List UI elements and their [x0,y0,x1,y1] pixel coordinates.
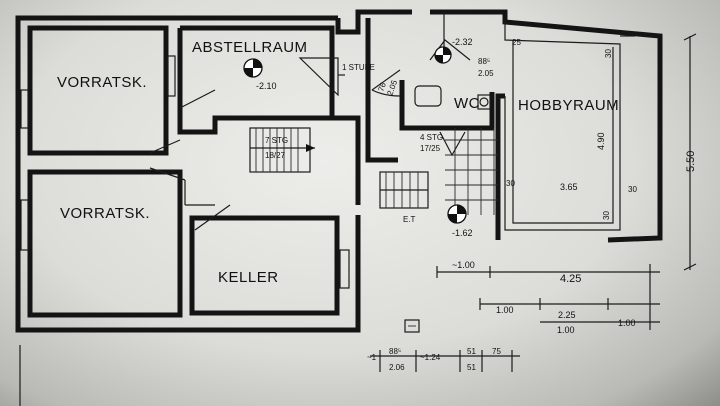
room-label-abstellraum: ABSTELLRAUM [192,39,308,56]
note-et: E.T [403,215,416,224]
level-value-wc: -2.32 [452,37,473,47]
step-marker [298,57,345,97]
dim-100c: 1.00 [618,318,636,328]
level-value-corridor: -1.62 [452,228,473,238]
note-stair-top: 7 STG [265,136,288,145]
level-symbol-abstell [243,58,263,78]
hobby-dim-height-inner: 4.90 [596,132,606,150]
dim-b-124: ~1.24 [420,353,441,362]
hobby-dim-side-right: 30 [628,185,637,194]
dim-100d: 1.00 [557,325,575,335]
dim-b-51a: 51 [467,347,476,356]
dim-100b: 1.00 [496,305,514,315]
level-symbol-corridor [447,204,467,224]
dim-b-75: 75 [492,347,501,356]
note-door-small-b: 2.05 [385,78,399,96]
room-label-vorrat-top: VORRATSK. [57,74,147,91]
interior-walls [27,12,621,318]
dim-100a: ~1.00 [452,260,475,270]
outer-walls [15,9,663,333]
dim-b-206: 2.06 [389,363,405,372]
level-symbol-wc [434,46,452,64]
corridor-lines [149,89,231,231]
room-label-wc: WC [454,95,480,112]
dimension-lines [19,33,697,406]
hobby-dim-width-inner: 3.65 [560,182,578,192]
dim-b-51b: 51 [467,363,476,372]
note-stair2-top: 4 STG [420,133,443,142]
windows [20,55,350,289]
room-label-keller: KELLER [218,269,279,286]
hobby-dim-side-left: 30 [506,179,515,188]
level-value-abstell: -2.10 [256,81,277,91]
hobby-dim-bottom-vert: 30 [602,211,611,220]
note-door-small: 76 [376,81,388,93]
room-label-vorrat-bottom: VORRATSK. [60,205,150,222]
note-ea-bottom: 2.05 [478,69,494,78]
dim-b-885: 88⁵ [389,347,401,356]
note-stufe: 1 STUFE [342,63,375,72]
symbol-box [404,319,420,333]
hobby-dim-outer-height: 5.50 [685,151,697,172]
dim-425: 4.25 [560,273,581,285]
hobby-dim-top-right-vert: 30 [604,49,613,58]
hobby-dim-top-right: 25 [512,38,521,47]
dim-b-left: ~1 [367,353,377,362]
dim-225: 2.25 [558,310,576,320]
note-stair2-bottom: 17/25 [420,144,441,153]
wc-fixtures [414,85,491,110]
note-ea-top: 88⁵ [478,57,490,66]
note-stair-bottom: 18/27 [265,151,286,160]
room-label-hobbyraum: HOBBYRAUM [518,97,619,114]
tile-grid [445,128,498,215]
staircase [249,127,429,209]
